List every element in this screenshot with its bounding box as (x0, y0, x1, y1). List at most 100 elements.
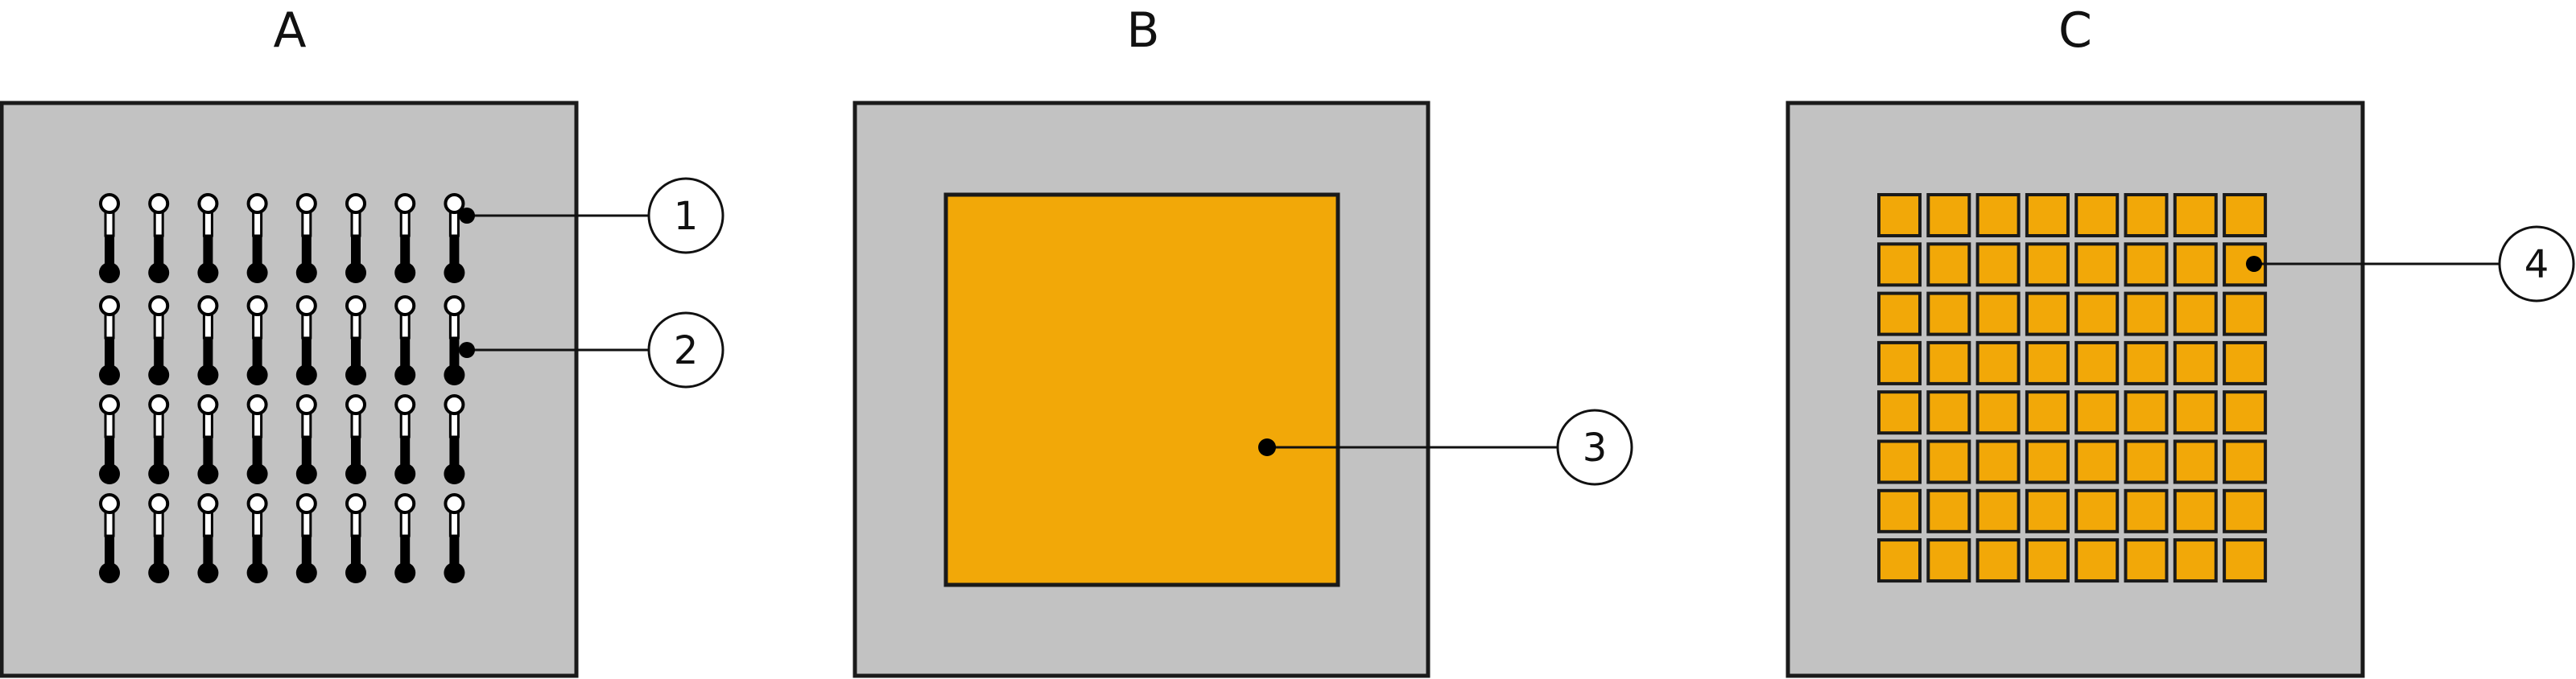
pin-base (345, 262, 366, 283)
pad-cell (2025, 439, 2070, 484)
pad-cell (2223, 193, 2268, 237)
pin-base (345, 364, 366, 385)
pad-cell (1975, 242, 2021, 287)
pad-cell (2124, 193, 2169, 237)
pad-cell (1877, 291, 1922, 336)
pin (295, 193, 317, 283)
pin (444, 295, 465, 385)
callout-4-label: 4 (2524, 242, 2549, 287)
pin-base (197, 364, 219, 385)
pin-base (246, 463, 268, 484)
pad-cell (2025, 538, 2070, 583)
pin (345, 394, 366, 484)
pin (197, 193, 219, 283)
pin-base (444, 463, 465, 484)
pin (246, 394, 268, 484)
pad-cell (1926, 439, 1971, 484)
pin-base (394, 364, 416, 385)
pin (394, 193, 416, 283)
pad-cell (2173, 538, 2218, 583)
pin (99, 394, 120, 484)
pin (345, 493, 366, 583)
pin-head (345, 493, 366, 514)
pin-base (99, 364, 120, 385)
pad-cell (1926, 390, 1971, 435)
panel-c-substrate (1788, 103, 2363, 676)
callout-3-circle (1556, 409, 1633, 486)
callout-3: 3 (1258, 409, 1633, 486)
pad-cell (1926, 291, 1971, 336)
pin (99, 493, 120, 583)
panel-b-substrate-outline (852, 101, 1430, 678)
pin (444, 193, 465, 283)
pin (345, 295, 366, 385)
pin (394, 295, 416, 385)
pad-cell (1926, 193, 1971, 237)
pad-cell (2173, 242, 2218, 287)
callout-2: 2 (459, 311, 724, 389)
pad-cell (2025, 488, 2070, 533)
pin-head (197, 394, 219, 415)
pad-cell (1975, 439, 2021, 484)
pad-cell (1877, 488, 1922, 533)
pin-head (345, 295, 366, 316)
callout-1: 1 (459, 177, 724, 254)
pad-cell (1877, 390, 1922, 435)
pin (246, 193, 268, 283)
callout-3-anchor-dot (1258, 438, 1276, 456)
pad-cell (2124, 488, 2169, 533)
pad-cell (2074, 488, 2120, 533)
pad-cell (2173, 488, 2218, 533)
pin-head (444, 394, 465, 415)
callout-1-circle (647, 177, 724, 254)
pin-head (295, 295, 317, 316)
pin (148, 295, 170, 385)
pin-head (345, 193, 366, 214)
pad-cell (2074, 390, 2120, 435)
callout-4: 4 (2246, 225, 2575, 302)
pad-cell (1975, 488, 2021, 533)
pin-base (99, 562, 120, 583)
pin-head (99, 394, 120, 415)
pin-head (394, 295, 416, 316)
panel-b: B 3 (852, 2, 1633, 678)
pin-head (246, 193, 268, 214)
pad-cell (2223, 538, 2268, 583)
pin-head (197, 295, 219, 316)
callout-1-anchor-dot (459, 208, 475, 224)
pin-array (99, 193, 465, 583)
pad-cell (2173, 291, 2218, 336)
pad-cell (2074, 291, 2120, 336)
pin-base (295, 364, 317, 385)
pin (197, 295, 219, 385)
panel-a: A 1 2 (0, 2, 724, 678)
callout-2-anchor-dot (459, 342, 475, 358)
pad-cell (2124, 242, 2169, 287)
pin-head (148, 394, 170, 415)
pad-cell (2173, 340, 2218, 385)
callout-3-label: 3 (1583, 426, 1608, 471)
panel-c-substrate-outline (1785, 101, 2365, 678)
callout-2-circle (647, 311, 724, 389)
pin-base (246, 562, 268, 583)
pin-base (444, 562, 465, 583)
pin (246, 295, 268, 385)
pin-head (246, 493, 268, 514)
pad-cell (2173, 193, 2218, 237)
pin (197, 394, 219, 484)
panel-b-active-area-outline (943, 192, 1340, 587)
pad-cell (2124, 291, 2169, 336)
pad-cell (2173, 439, 2218, 484)
pin-base (295, 562, 317, 583)
pin-head (394, 394, 416, 415)
pad-cell (2025, 340, 2070, 385)
pad-cell (1877, 439, 1922, 484)
pin-head (148, 295, 170, 316)
pad-cell (2074, 193, 2120, 237)
pin-base (148, 364, 170, 385)
pin-base (148, 262, 170, 283)
pad-grid (1877, 193, 2268, 583)
pin-head (197, 193, 219, 214)
callout-2-label: 2 (674, 328, 699, 373)
pin-base (394, 262, 416, 283)
